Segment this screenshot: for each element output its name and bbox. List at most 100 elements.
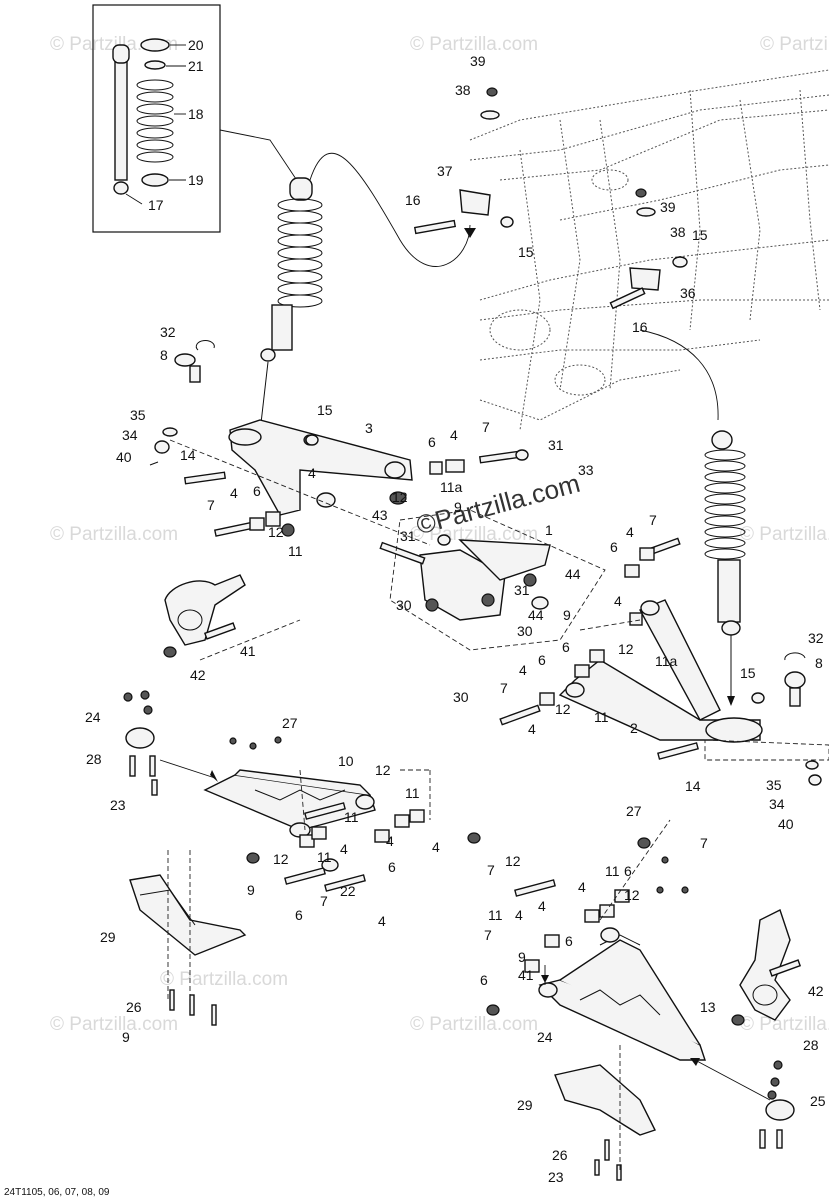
lower-a-arm-left bbox=[159, 759, 376, 838]
callout: 18 bbox=[188, 106, 204, 122]
watermark: © Partzilla.com bbox=[740, 524, 829, 545]
callout: 11 bbox=[605, 863, 620, 879]
callout: 11a bbox=[655, 653, 678, 669]
lower-left-hardware bbox=[123, 690, 481, 1026]
callout: 26 bbox=[126, 999, 142, 1015]
callout: 4 bbox=[626, 524, 634, 540]
callout-labels: 20 21 18 19 17 39 38 37 16 15 39 38 15 3… bbox=[85, 37, 826, 1185]
callout: 42 bbox=[808, 983, 824, 999]
callout: 6 bbox=[624, 863, 632, 879]
shock-bottom-eye bbox=[113, 181, 129, 195]
callout: 4 bbox=[308, 465, 316, 481]
callout: 30 bbox=[453, 689, 469, 705]
callout: 34 bbox=[122, 427, 138, 443]
steering-knuckle-right bbox=[731, 909, 802, 1026]
callout: 33 bbox=[578, 462, 594, 478]
watermark: © Partzilla.com bbox=[740, 1014, 829, 1035]
callout: 4 bbox=[614, 593, 622, 609]
callout: 13 bbox=[700, 999, 716, 1015]
callout: 7 bbox=[320, 893, 328, 909]
callout: 29 bbox=[100, 929, 116, 945]
callout: 3 bbox=[365, 420, 373, 436]
callout: 24 bbox=[537, 1029, 553, 1045]
callout: 44 bbox=[565, 566, 581, 582]
callout: 4 bbox=[515, 907, 523, 923]
callout: 28 bbox=[86, 751, 102, 767]
callout: 11 bbox=[344, 809, 359, 825]
callout: 11 bbox=[405, 785, 420, 801]
callout: 4 bbox=[340, 841, 348, 857]
watermark: © Partzilla.com bbox=[50, 524, 178, 545]
callout: 12 bbox=[618, 641, 634, 657]
lower-a-arm-right bbox=[499, 537, 829, 761]
callout: 19 bbox=[188, 172, 204, 188]
retainer-ring bbox=[144, 60, 166, 70]
center-bracket bbox=[379, 509, 606, 651]
callout: 17 bbox=[148, 197, 164, 213]
lower-a-arm-right-bottom bbox=[538, 927, 706, 1061]
callout: 7 bbox=[482, 419, 490, 435]
callout: 4 bbox=[432, 839, 440, 855]
shock-top-eye bbox=[112, 44, 130, 64]
callout: 11a bbox=[440, 479, 463, 495]
callout: 37 bbox=[437, 163, 453, 179]
callout: 11 bbox=[488, 907, 503, 923]
upper-mount-hardware bbox=[413, 87, 688, 310]
callout: 6 bbox=[538, 652, 546, 668]
shock-body bbox=[114, 59, 128, 181]
callout: 12 bbox=[555, 701, 571, 717]
callout: 4 bbox=[538, 898, 546, 914]
callout: 15 bbox=[518, 244, 534, 260]
callout: 6 bbox=[253, 483, 261, 499]
callout: 15 bbox=[692, 227, 708, 243]
callout: 6 bbox=[388, 859, 396, 875]
callout: 8 bbox=[160, 347, 168, 363]
callout: 42 bbox=[190, 667, 206, 683]
callout: 12 bbox=[392, 489, 408, 505]
callout: 8 bbox=[815, 655, 823, 671]
callout: 24 bbox=[85, 709, 101, 725]
callout: 4 bbox=[519, 662, 527, 678]
callout: 12 bbox=[505, 853, 521, 869]
callout: 6 bbox=[295, 907, 303, 923]
callout: 11 bbox=[317, 849, 332, 865]
callout: 43 bbox=[372, 507, 388, 523]
watermark-layer: © Partzilla.com © Partzilla.com © Partzi… bbox=[50, 34, 829, 1035]
callout: 39 bbox=[470, 53, 486, 69]
callout: 9 bbox=[454, 499, 462, 515]
callout: 27 bbox=[626, 803, 642, 819]
leader-curve bbox=[219, 129, 301, 186]
callout: 15 bbox=[317, 402, 333, 418]
callout: 6 bbox=[610, 539, 618, 555]
callout: 7 bbox=[700, 835, 708, 851]
callout: 21 bbox=[188, 58, 204, 74]
callout: 30 bbox=[396, 597, 412, 613]
callout: 23 bbox=[548, 1169, 564, 1185]
callout: 4 bbox=[386, 833, 394, 849]
callout: 10 bbox=[338, 753, 354, 769]
callout: 38 bbox=[455, 82, 471, 98]
callout: 6 bbox=[480, 972, 488, 988]
callout: 25 bbox=[810, 1093, 826, 1109]
callout: 7 bbox=[484, 927, 492, 943]
watermark: © Partzilla.com bbox=[410, 1014, 538, 1035]
callout: 28 bbox=[803, 1037, 819, 1053]
right-shock-absorber bbox=[704, 430, 746, 706]
upper-arm-hardware bbox=[149, 339, 529, 537]
callout: 14 bbox=[685, 778, 701, 794]
callout: 4 bbox=[450, 427, 458, 443]
left-shock-absorber bbox=[256, 177, 323, 438]
steering-knuckle-left bbox=[163, 574, 246, 658]
callout: 4 bbox=[378, 913, 386, 929]
direction-arrows bbox=[541, 965, 771, 1101]
callout: 7 bbox=[500, 680, 508, 696]
spring-coil bbox=[136, 79, 174, 163]
assembly-lines bbox=[167, 439, 671, 1170]
callout: 15 bbox=[740, 665, 756, 681]
callout: 30 bbox=[517, 623, 533, 639]
leader-curve bbox=[309, 152, 471, 267]
callout: 6 bbox=[428, 434, 436, 450]
callout: 2 bbox=[630, 720, 638, 736]
callout: 7 bbox=[207, 497, 215, 513]
callout: 31 bbox=[400, 528, 416, 544]
